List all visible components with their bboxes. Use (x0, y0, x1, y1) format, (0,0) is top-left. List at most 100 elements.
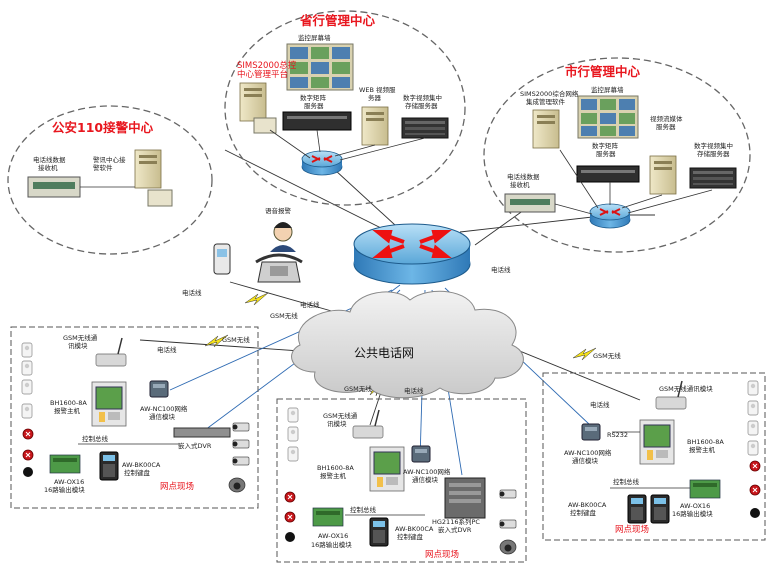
mid-output-label-2: 16路输出模块 (311, 540, 352, 549)
left-keypad-icon (99, 451, 119, 481)
provincial-video-wall-label: 监控屏幕墙 (298, 33, 331, 42)
dome-camera-icon (228, 477, 246, 493)
police-pc-icon (134, 149, 162, 189)
city-receiver-label-2: 接收机 (510, 180, 530, 189)
left-gsm-module-icon (95, 337, 127, 367)
right-output-label-1: AW-OX16 (680, 502, 710, 510)
mid-net-label-2: 通信模块 (412, 475, 439, 484)
panic-button-icon (749, 460, 761, 472)
siren-icon (750, 508, 760, 518)
left-host-label-2: 报警主机 (54, 406, 81, 415)
storage-server-label-1: 数字视频集中 (403, 93, 442, 102)
camera-icon (232, 456, 250, 466)
camera-icon (499, 489, 517, 499)
provincial-video-wall (286, 43, 354, 91)
right-alarm-host-icon (639, 419, 675, 465)
mid-host-label-2: 报警主机 (320, 471, 347, 480)
mid-net-label-1: AW-NC100网络 (403, 467, 451, 476)
link-labels: 电话线 电话线 GSM无线 电话线 GSM无线 GSM无线 GSM无线 (182, 265, 621, 393)
city-storage-label-1: 数字视频集中 (694, 141, 733, 150)
mid-output-label-1: AW-OX16 (318, 532, 348, 540)
stream-server-icon (649, 155, 677, 195)
right-net-label-1: AW-NC100网络 (564, 448, 612, 457)
provincial-title: 省行管理中心 (299, 13, 376, 28)
sims-platform-label-1: SIMS2000总控 (237, 60, 297, 71)
left-alarm-host-icon (91, 381, 127, 427)
provincial-router-icon (301, 150, 343, 176)
mid-output-module-icon (312, 507, 344, 527)
city-sims-label-2: 集成管理软件 (526, 97, 566, 106)
mid-keyboard-label-1: AW-BK00CA (395, 525, 434, 533)
police-receiver-label-2: 接收机 (38, 163, 58, 172)
right-site-label: 网点现场 (615, 525, 649, 535)
mid-network-module-icon (411, 445, 431, 463)
detector-icon (287, 426, 299, 442)
panic-button-icon (22, 428, 34, 440)
panic-button-icon (284, 511, 296, 523)
site-mid: GSM无线通 讯模块 电话线 BH1600-8A 报警主机 AW-NC100网络… (276, 386, 527, 563)
left-output-label-1: AW-OX16 (54, 478, 84, 486)
right-gsm-label: GSM无线通讯模块 (659, 384, 713, 393)
desk-phone-icon (255, 253, 303, 283)
mid-keypad-icon (369, 517, 389, 547)
cloud-label: 公共电话网 (354, 346, 414, 360)
city-video-wall-label: 监控屏幕墙 (591, 85, 624, 94)
lightning-icon (244, 292, 269, 306)
left-dvr-icon (173, 427, 231, 438)
left-phone-line-label: 电话线 (157, 345, 177, 354)
gsm-label: GSM无线 (593, 351, 621, 360)
mid-phone-line-label: 电话线 (404, 386, 424, 395)
left-output-module-icon (49, 454, 81, 474)
mid-control-bus-label: 控制总线 (350, 505, 377, 514)
router-arrows-icon (372, 230, 452, 258)
link-provincial-router (334, 169, 396, 226)
police-title: 公安110接警中心 (52, 120, 154, 135)
left-network-module-icon (149, 380, 169, 398)
provincial-monitor-icon (253, 117, 277, 134)
left-net-label-2: 通信模块 (149, 412, 176, 421)
mid-gsm-module-icon (352, 409, 384, 439)
mid-gsm-label-1: GSM无线通 (323, 411, 358, 420)
city-matrix-label-2: 服务器 (596, 149, 616, 158)
voice-alarm-group: 语音报警 (213, 206, 303, 283)
detector-icon (747, 420, 759, 436)
panic-button-icon (749, 484, 761, 496)
storage-server-label-2: 存储服务器 (405, 101, 438, 110)
left-net-label-1: AW-NC100网络 (140, 404, 188, 413)
dome-camera-icon (499, 539, 517, 555)
phone-line-label: 电话线 (300, 300, 320, 309)
stream-server-label-1: 视频流媒体 (650, 114, 683, 123)
detector-icon (21, 403, 33, 419)
provincial-center: 省行管理中心 监控屏幕墙 SIMS2000总控 中心管理平台 数字矩阵 服务器 … (224, 10, 466, 206)
city-title: 市行管理中心 (565, 64, 641, 79)
right-phone-line-label: 电话线 (590, 400, 610, 409)
detector-icon (21, 360, 33, 376)
left-gsm-label-2: 讯模块 (68, 341, 88, 350)
right-host-label-1: BH1600-8A (687, 438, 724, 446)
web-server-label-2: 务器 (368, 93, 382, 102)
city-sims-label-1: SIMS2000综合网络 (520, 89, 579, 98)
matrix-server-label-1: 数字矩阵 (300, 93, 327, 102)
web-server-icon (361, 106, 389, 146)
link-left-site-cloud (139, 339, 316, 353)
central-router (353, 223, 471, 285)
web-server-label-1: WEB 视频服 (359, 85, 396, 94)
gsm-label: GSM无线 (344, 384, 372, 393)
operator-icon (270, 222, 296, 252)
right-control-bus-label: 控制总线 (613, 477, 640, 486)
city-matrix-label-1: 数字矩阵 (592, 141, 619, 150)
phone-line-label: 电话线 (182, 288, 202, 297)
panic-button-icon (22, 449, 34, 461)
police-monitor-icon (147, 189, 173, 207)
mobile-phone-icon (213, 243, 231, 275)
left-site-label: 网点现场 (160, 482, 194, 492)
mid-keyboard-label-2: 控制键盘 (397, 532, 424, 541)
police-receiver-label-1: 电话线数据 (33, 155, 66, 164)
right-keypad-icon (650, 494, 670, 524)
sims-platform-label-2: 中心管理平台 (237, 69, 288, 80)
camera-icon (232, 439, 250, 449)
matrix-server-label-2: 服务器 (304, 101, 324, 110)
camera-icon (232, 422, 250, 432)
detector-icon (287, 407, 299, 423)
lightning-icon (204, 334, 229, 348)
